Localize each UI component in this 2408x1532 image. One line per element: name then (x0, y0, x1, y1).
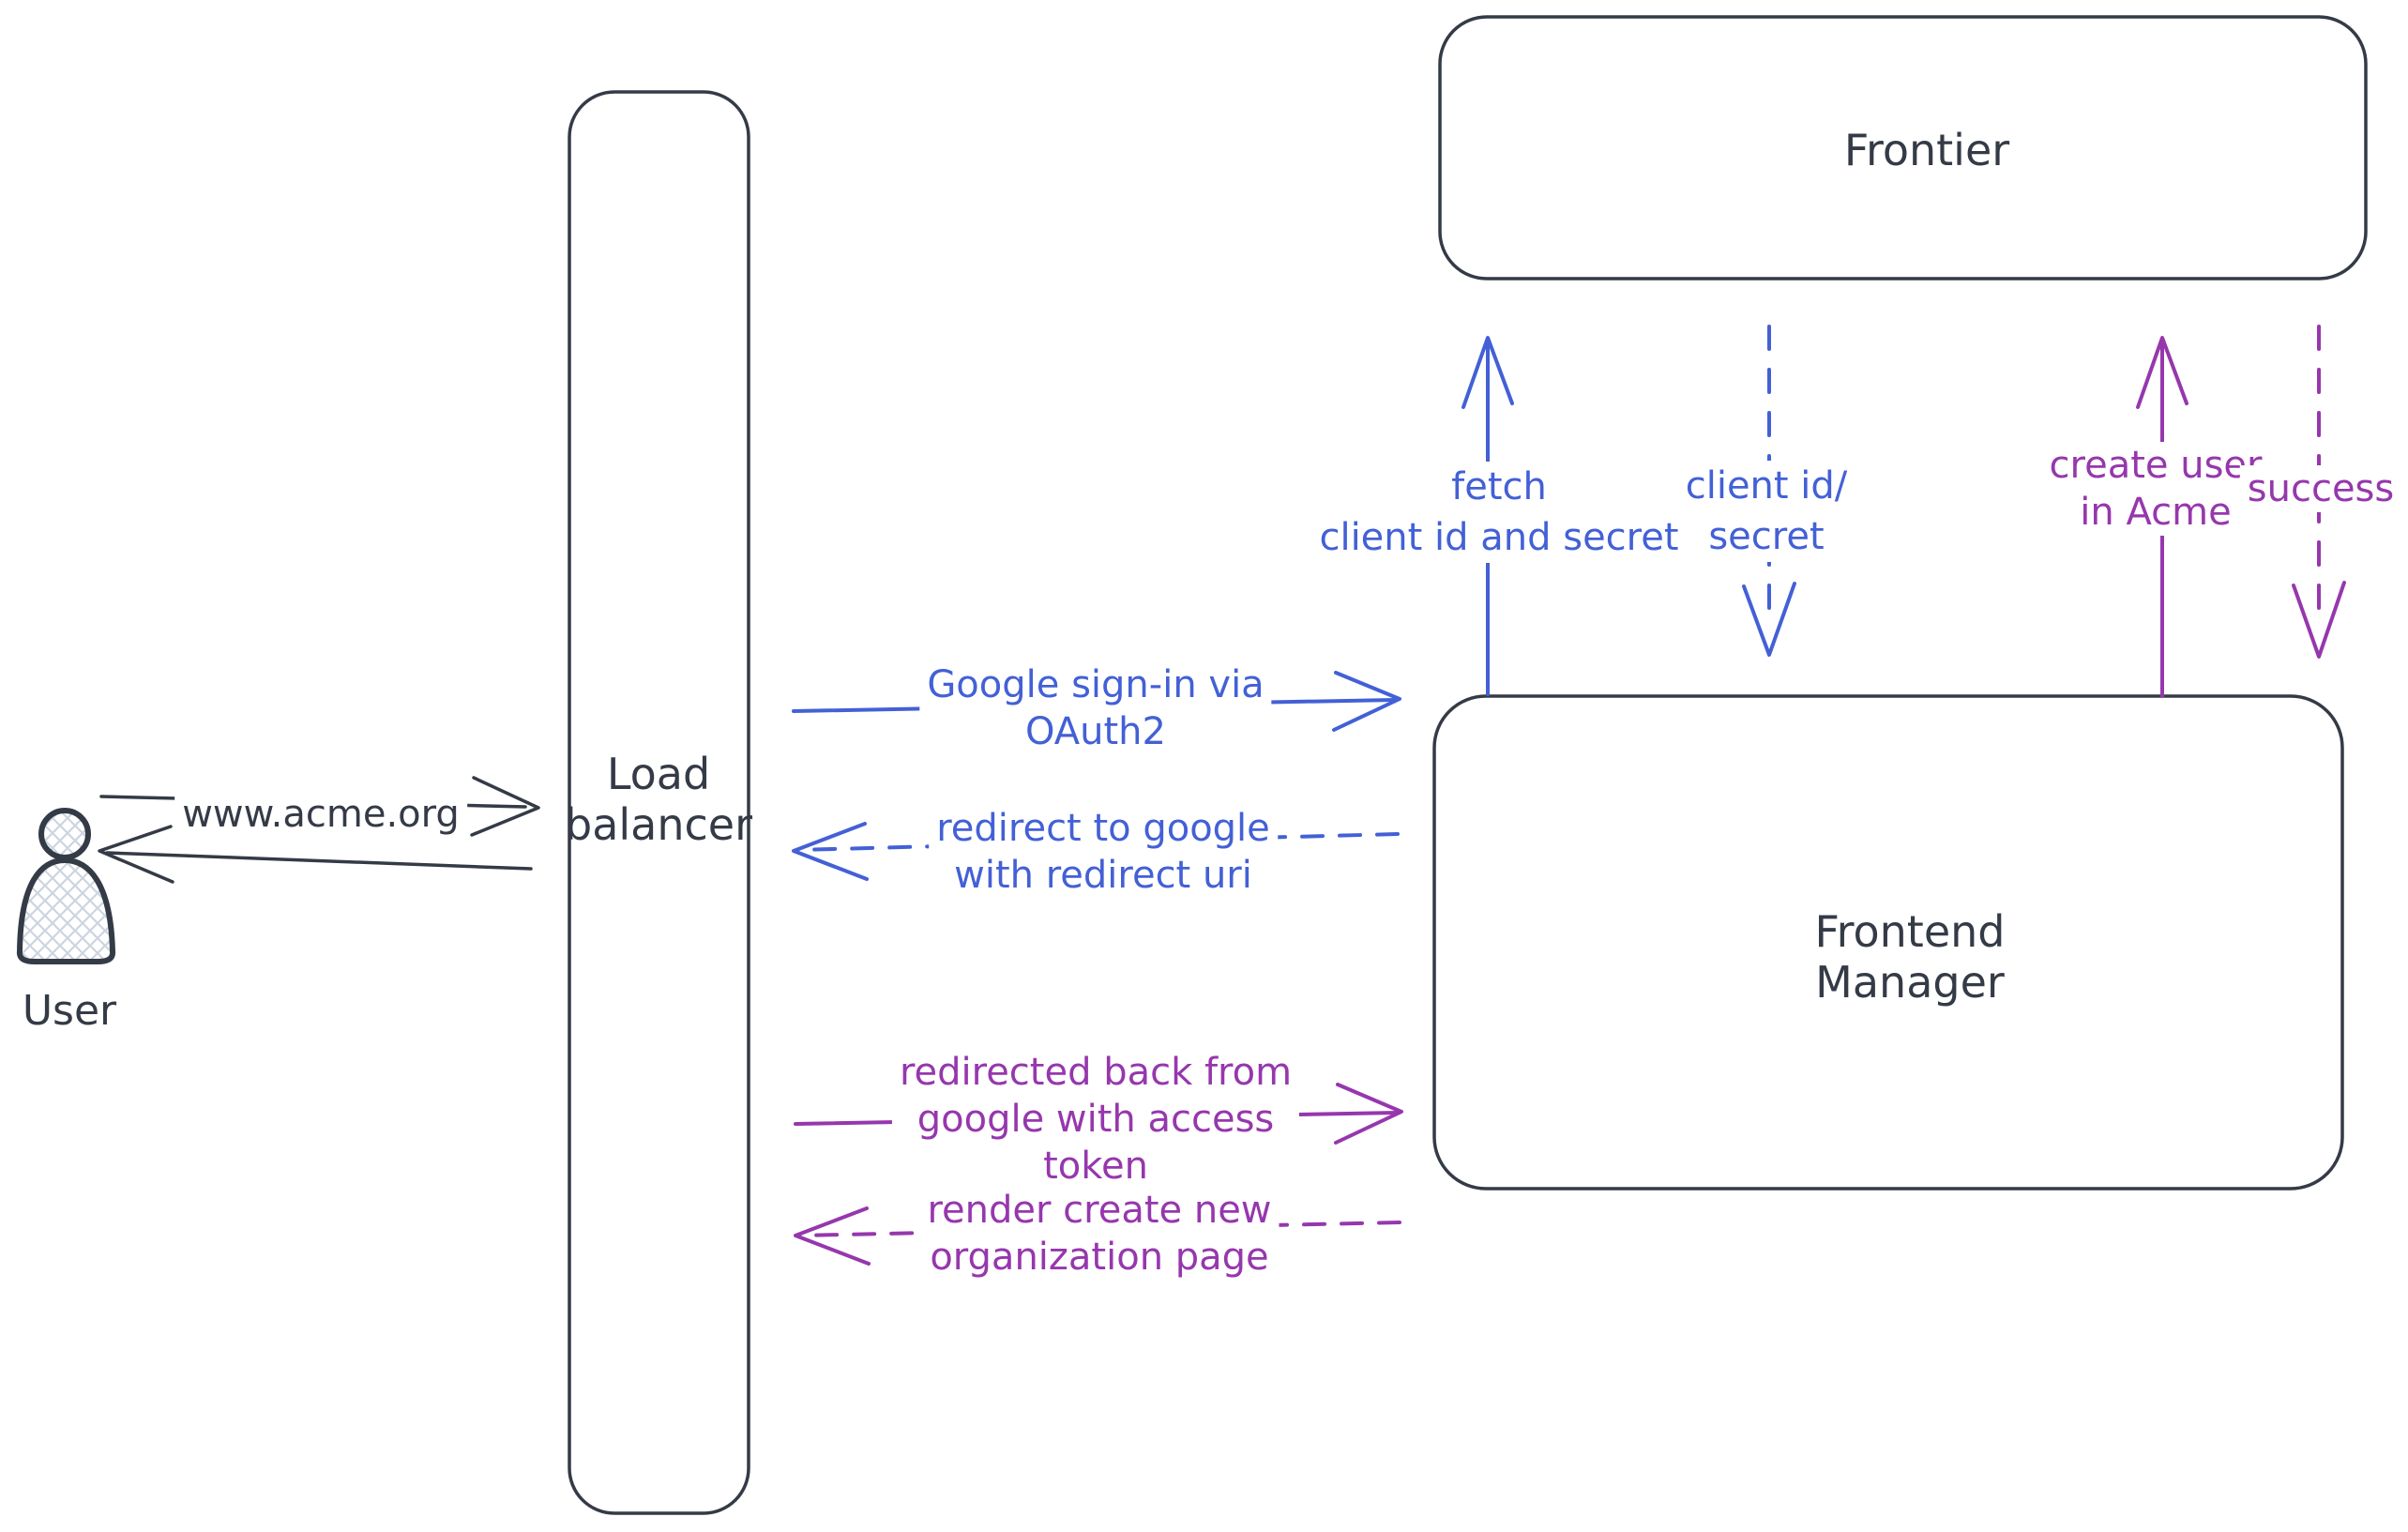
edge-label-fetch-secret: fetch client id and secret (1311, 462, 1687, 563)
load-balancer-box (568, 90, 750, 1515)
edge-label-create-user: create user in Acme (2041, 442, 2270, 536)
edge-label-redirect-google: redirect to google with redirect uri (929, 805, 1278, 899)
arrow-google-signin-head (1332, 671, 1401, 732)
edge-label-www: www.acme.org (174, 791, 467, 838)
arrow-redirect-head (792, 822, 869, 881)
edge-label-client-id-secret: client id/ secret (1677, 461, 1855, 562)
frontend-manager-label: Frontend Manager (1814, 906, 2006, 1008)
user-head-icon (38, 808, 91, 860)
arrow-create-user-head (2136, 336, 2188, 409)
edge-label-success: success (2239, 465, 2402, 512)
edge-label-redirected-back: redirected back from google with access … (891, 1049, 1300, 1190)
user-label: User (22, 987, 117, 1035)
edge-label-google-signin: Google sign-in via OAuth2 (919, 661, 1272, 755)
load-balancer-label: Load balancer (564, 749, 753, 850)
user-body-icon (16, 857, 116, 964)
arrow-render-page-head (794, 1206, 871, 1266)
frontend-manager-box (1432, 694, 2344, 1191)
arrow-fetch-secret-head (1461, 336, 1514, 409)
frontier-label: Frontier (1843, 125, 2010, 175)
arrow-client-id-head (1742, 582, 1796, 657)
arrow-return-head (98, 825, 174, 884)
frontier-box (1438, 15, 2368, 281)
arrow-return-line (105, 851, 533, 871)
arrow-redirected-back-head (1334, 1083, 1403, 1145)
arrow-www-head (470, 776, 540, 837)
edge-label-render-org-page: render create new organization page (919, 1187, 1280, 1281)
arrow-success-head (2292, 581, 2346, 659)
